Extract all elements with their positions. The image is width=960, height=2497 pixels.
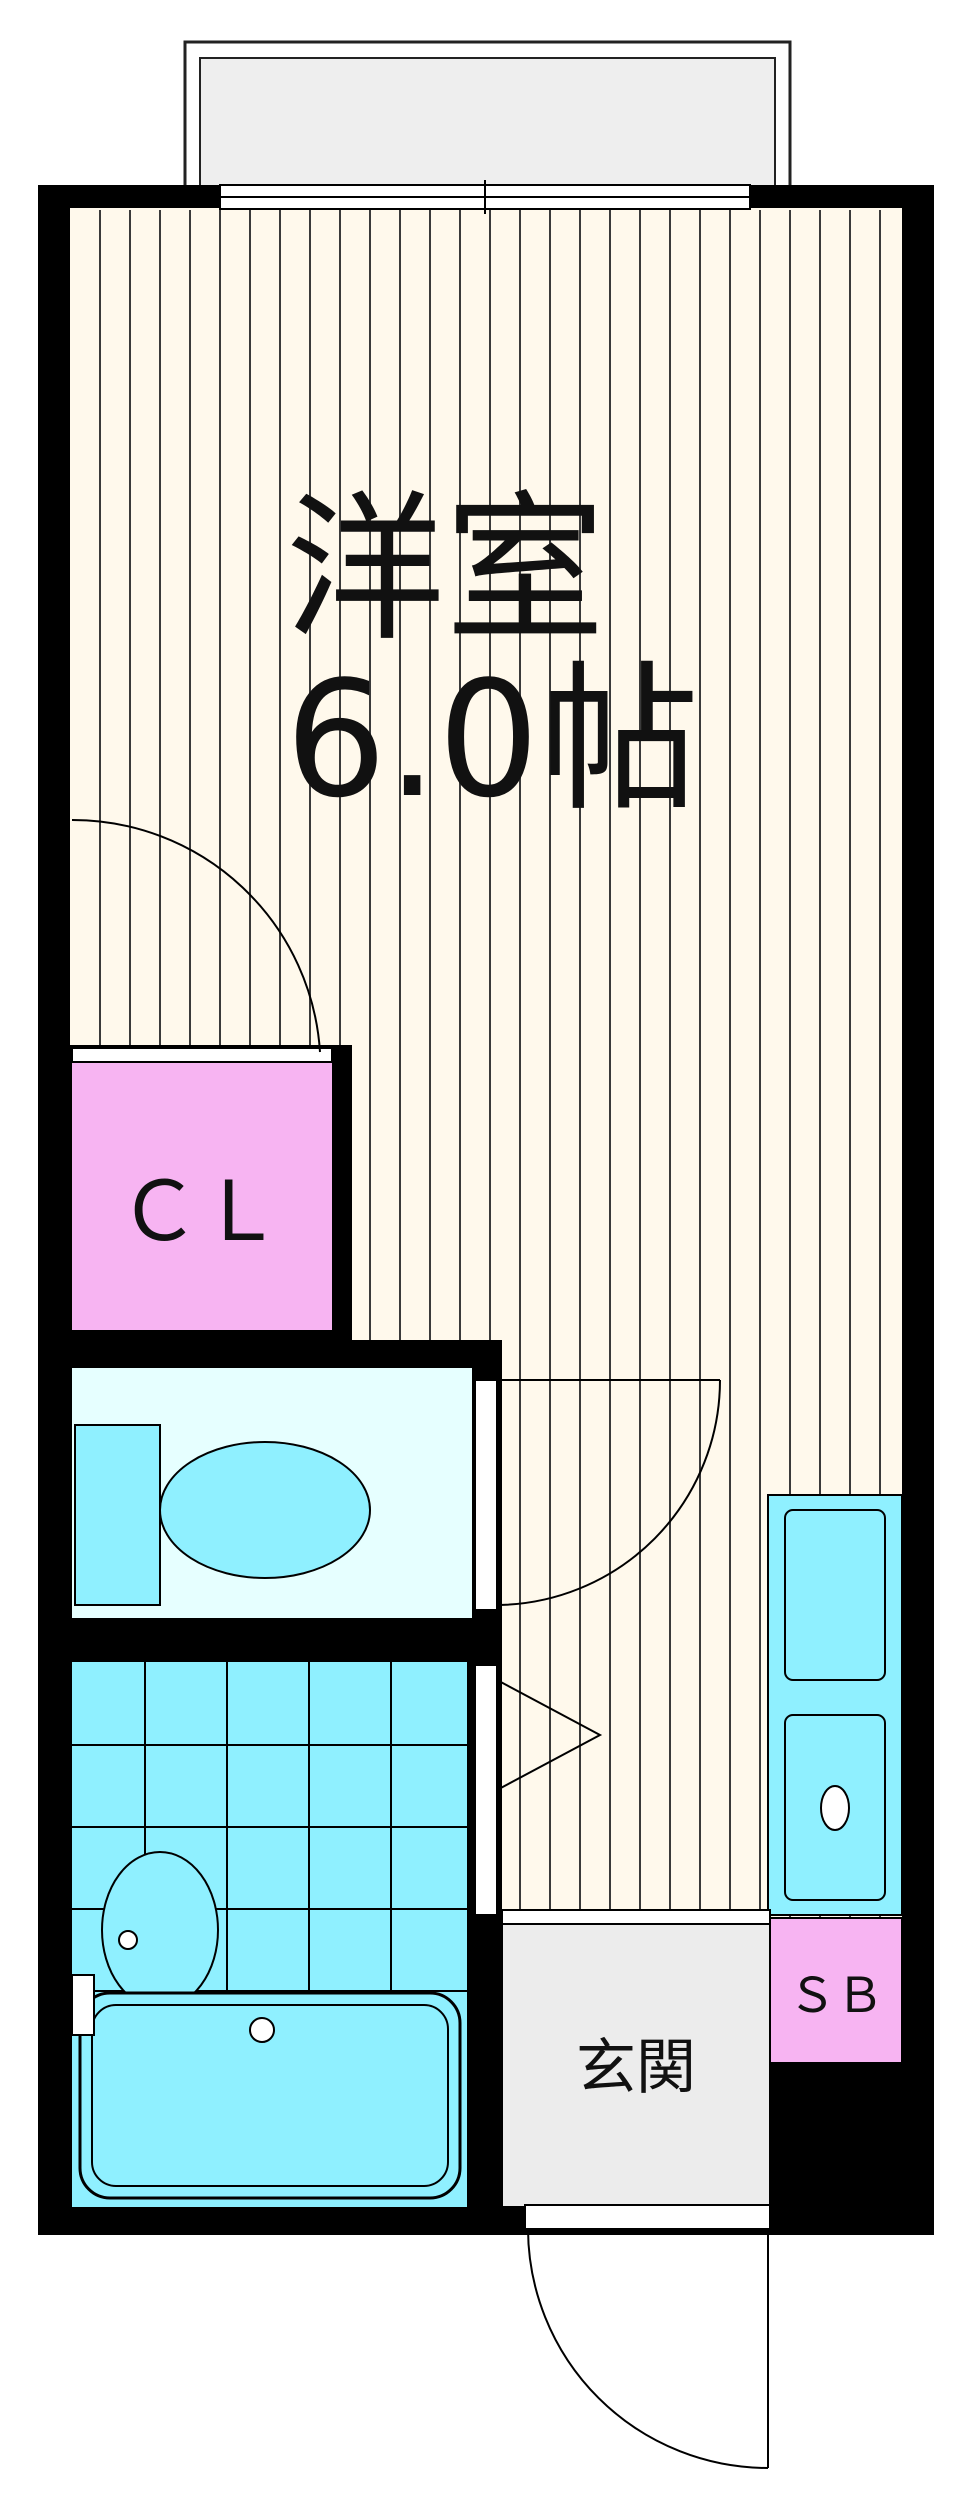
toilet-bowl (159, 1441, 371, 1579)
closet[interactable]: ＣＬ (62, 818, 352, 1340)
bathtub (78, 1991, 462, 2200)
washbasin (101, 1851, 219, 2009)
western-room-size: 6.0帖 (285, 646, 699, 833)
closet-label: ＣＬ (118, 1165, 282, 1260)
shoe-box-label: ＳＢ (788, 1968, 884, 2024)
entrance-door[interactable] (524, 2204, 771, 2469)
bathroom-door[interactable] (474, 1664, 498, 1916)
toilet-tank (74, 1424, 161, 1606)
balcony (183, 40, 792, 194)
sink (784, 1509, 886, 1681)
entrance-label: 玄関 (576, 2033, 696, 2103)
toilet-door[interactable] (474, 1379, 498, 1611)
faucet (71, 1974, 95, 2036)
toilet-room[interactable] (62, 1340, 721, 1632)
entrance[interactable]: 玄関 (501, 1909, 771, 2208)
bathroom[interactable] (62, 1632, 603, 2235)
western-room-name: 洋室 (285, 476, 605, 663)
shoe-box[interactable]: ＳＢ (769, 1917, 903, 2064)
kitchen[interactable] (767, 1494, 903, 1916)
balcony-window[interactable] (219, 180, 751, 214)
